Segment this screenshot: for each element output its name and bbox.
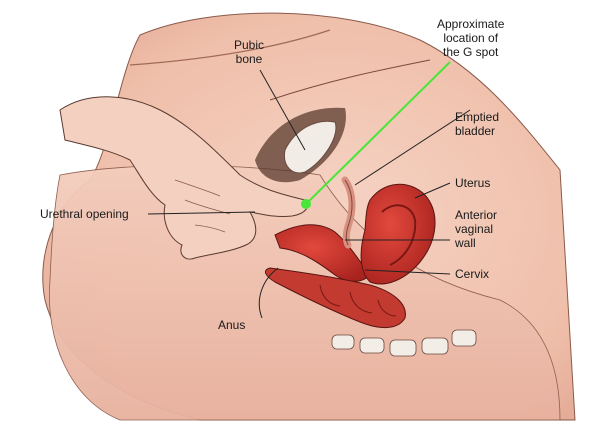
body-fold bbox=[129, 29, 331, 66]
label-uterus: Uterus bbox=[455, 176, 491, 190]
pubic-bone-shape bbox=[283, 120, 337, 174]
uterus-inner bbox=[381, 204, 417, 266]
label-pubic-bone-line-2: bone bbox=[235, 52, 263, 66]
label-bladder-line-1: Emptied bbox=[455, 110, 500, 124]
uterus-shape bbox=[360, 183, 436, 285]
leader-lines bbox=[147, 69, 471, 319]
label-anus: Anus bbox=[218, 318, 246, 332]
label-bladder-line-2: bladder bbox=[455, 124, 496, 138]
label-g-spot-line-2: location of bbox=[443, 31, 499, 45]
label-anterior-vaginal-wall: Anterior vaginal wall bbox=[455, 208, 497, 250]
coccyx-vertebrae bbox=[331, 329, 477, 357]
label-pubic-bone-line-1: Pubic bbox=[234, 38, 265, 52]
label-g-spot: Approximate location of the G spot bbox=[437, 17, 504, 59]
label-urethral-opening: Urethral opening bbox=[40, 207, 129, 221]
label-cervix: Cervix bbox=[455, 267, 490, 281]
leader-cervix bbox=[364, 269, 451, 275]
label-vaginal-wall-line-2: vaginal bbox=[455, 222, 494, 236]
label-g-spot-line-3: the G spot bbox=[443, 45, 499, 59]
label-emptied-bladder: Emptied bladder bbox=[455, 110, 499, 138]
label-vaginal-wall-line-1: Anterior bbox=[455, 208, 498, 222]
label-g-spot-line-1: Approximate bbox=[437, 17, 505, 31]
abdomen-fold bbox=[269, 59, 431, 101]
leader-uterus bbox=[414, 182, 451, 199]
rectum-folds bbox=[319, 284, 397, 317]
label-vaginal-wall-line-3: wall bbox=[455, 236, 476, 250]
g-spot-marker bbox=[301, 199, 311, 209]
label-pubic-bone: Pubic bone bbox=[234, 38, 264, 66]
leader-pubic-bone bbox=[259, 69, 306, 151]
leader-bladder bbox=[354, 109, 471, 186]
hand bbox=[59, 96, 309, 260]
g-spot-pointer-line bbox=[305, 61, 451, 205]
bladder-outline bbox=[344, 179, 353, 246]
leader-urethral-opening bbox=[147, 211, 256, 215]
leader-anus bbox=[258, 267, 279, 319]
